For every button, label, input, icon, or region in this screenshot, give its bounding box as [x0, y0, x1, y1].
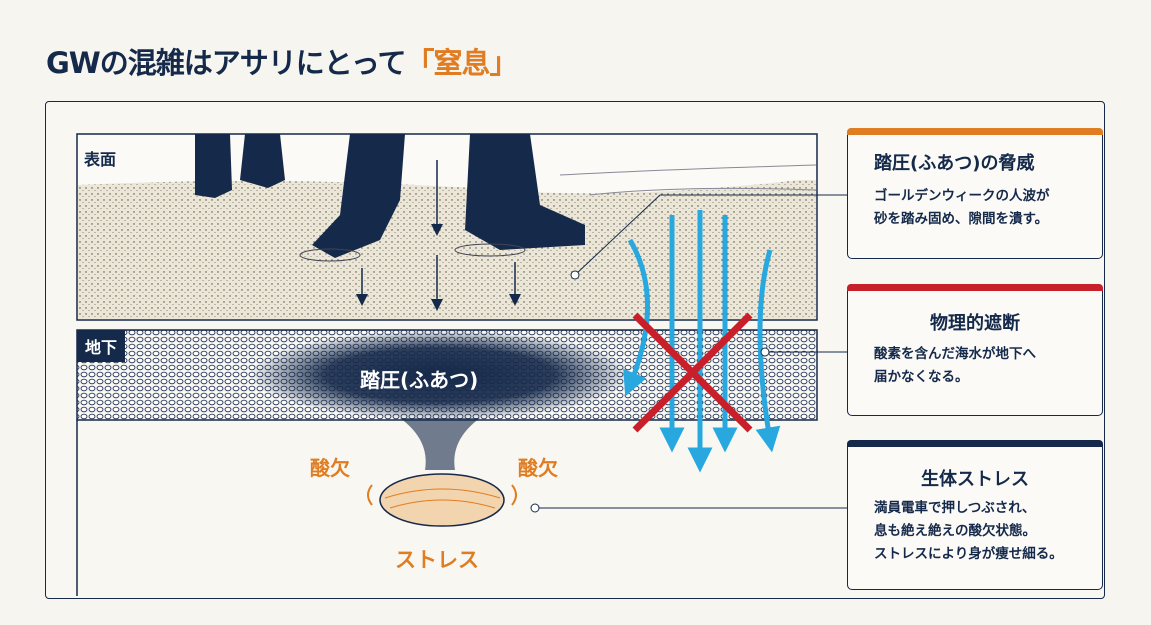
title-main: GWの混雑はアサリにとって — [46, 46, 406, 80]
boot-icon — [195, 134, 232, 198]
card-text: 満員電車で押しつぶされ、 — [874, 500, 1036, 516]
card-accent-bar — [847, 284, 1103, 291]
underground-label: 地下 — [77, 330, 126, 362]
card-text: 息も絶え絶えの酸欠状態。 — [874, 523, 1036, 539]
oxygen-deficit-right: 酸欠 — [518, 456, 558, 480]
card-title: 生体ストレス — [921, 469, 1029, 490]
card-text: 届かなくなる。 — [874, 369, 969, 385]
card-text: ゴールデンウィークの人波が — [874, 188, 1050, 204]
title-accent: 「窒息」 — [405, 46, 518, 80]
card-title: 物理的遮断 — [930, 313, 1020, 334]
card-title: 踏圧(ふあつ)の脅威 — [874, 153, 1035, 174]
stress-label: ストレス — [395, 548, 479, 572]
surface-label: 表面 — [84, 150, 117, 169]
pressure-label: 踏圧(ふあつ) — [360, 368, 479, 392]
clam-icon — [367, 473, 517, 527]
card-accent-bar — [847, 440, 1103, 447]
card-trampling: 踏圧(ふあつ)の脅威 ゴールデンウィークの人波が 砂を踏み固め、隙間を潰す。 — [847, 128, 1103, 259]
page-title: GWの混雑はアサリにとって「窒息」 — [46, 40, 519, 82]
surface-layer — [76, 133, 818, 321]
card-stress: 生体ストレス 満員電車で押しつぶされ、 息も絶え絶えの酸欠状態。 ストレスにより… — [847, 440, 1103, 590]
card-text: ストレスにより身が痩せ細る。 — [874, 546, 1063, 562]
underground-layer — [76, 329, 818, 596]
card-text: 砂を踏み固め、隙間を潰す。 — [874, 211, 1049, 227]
card-blocking: 物理的遮断 酸素を含んだ海水が地下へ 届かなくなる。 — [847, 284, 1103, 416]
card-accent-bar — [847, 128, 1103, 135]
card-text: 酸素を含んだ海水が地下へ — [874, 346, 1036, 362]
block-x-icon — [632, 312, 753, 433]
oxygen-deficit-left: 酸欠 — [310, 456, 350, 480]
